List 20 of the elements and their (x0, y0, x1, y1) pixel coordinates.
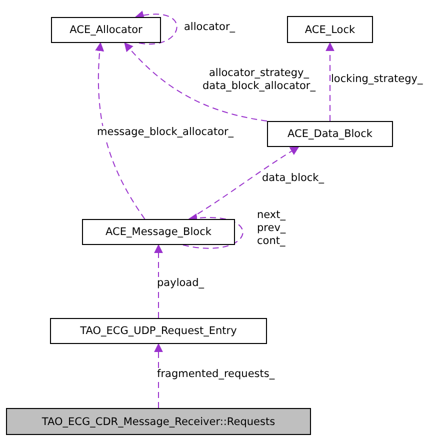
class-box: ACE_Data_Block (267, 121, 393, 147)
class-box: ACE_Lock (287, 16, 373, 43)
class-box: TAO_ECG_UDP_Request_Entry (50, 318, 267, 344)
edge-label: locking_strategy_ (331, 73, 423, 86)
dependency-arrow (182, 214, 244, 249)
dependency-arrow (95, 42, 146, 220)
edge-label: allocator_ (184, 21, 236, 34)
dependency-arrow (134, 11, 178, 45)
dependency-arrow (124, 42, 268, 122)
edge-label: payload_ (157, 277, 204, 290)
dependency-arrow (326, 42, 334, 122)
class-box: ACE_Message_Block (82, 219, 235, 245)
edge-label: data_block_ (262, 172, 324, 185)
edge-label: fragmented_requests_ (157, 368, 275, 381)
class-box: TAO_ECG_CDR_Message_Receiver::Requests (6, 408, 311, 435)
class-box: ACE_Allocator (51, 17, 161, 43)
edge-label: next_ prev_ cont_ (257, 209, 286, 248)
dependency-arrow (154, 244, 163, 318)
edge-label: message_block_allocator_ (97, 126, 234, 139)
dependency-arrow (154, 343, 163, 408)
